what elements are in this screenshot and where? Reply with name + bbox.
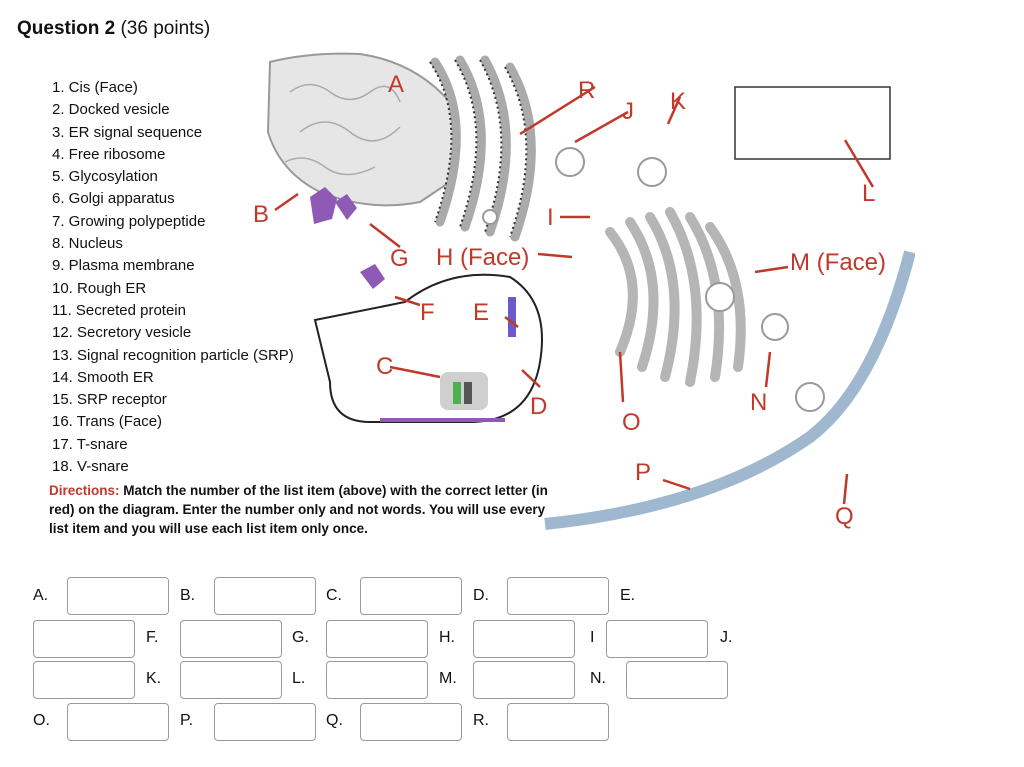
answer-input-M[interactable] xyxy=(473,661,575,699)
answer-label-N: N. xyxy=(590,670,606,687)
label-I: I xyxy=(547,204,554,231)
list-item: 11. Secreted protein xyxy=(52,301,186,319)
label-E: E xyxy=(473,299,489,326)
answer-input-R[interactable] xyxy=(507,703,609,741)
answer-label-R: R. xyxy=(473,712,489,729)
answer-label-E: E. xyxy=(620,587,636,604)
answer-label-C: C. xyxy=(326,587,342,604)
list-item: 17. T-snare xyxy=(52,435,128,453)
label-K: K xyxy=(670,88,686,115)
answer-input-D[interactable] xyxy=(507,577,609,615)
answer-label-G: G. xyxy=(292,629,309,646)
answer-input-A[interactable] xyxy=(67,577,169,615)
list-item: 18. V-snare xyxy=(52,458,129,476)
list-item: 12. Secretory vesicle xyxy=(52,324,192,342)
answer-input-Q[interactable] xyxy=(360,703,462,741)
label-J: J xyxy=(622,98,634,125)
label-G: G xyxy=(390,245,409,272)
answer-input-P[interactable] xyxy=(214,703,316,741)
arrows xyxy=(274,85,875,505)
list-item: 14. Smooth ER xyxy=(52,368,154,386)
rough-er xyxy=(430,55,536,242)
vesicles xyxy=(482,147,825,412)
answer-label-F: F. xyxy=(146,629,159,646)
answer-label-A: A. xyxy=(33,587,49,604)
label-C: C xyxy=(376,353,393,380)
label-O: O xyxy=(622,409,641,436)
list-item: 9. Plasma membrane xyxy=(52,257,195,275)
cell-diagram: A B C D E F G H (Face) I J K L M (Face) … xyxy=(253,52,915,530)
diagram-labels: A B C D E F G H (Face) I J K L M (Face) … xyxy=(253,71,886,530)
directions-lead: Directions: xyxy=(49,483,120,498)
answer-input-N[interactable] xyxy=(626,661,728,699)
answer-input-J[interactable] xyxy=(33,661,135,699)
plasma-membrane xyxy=(544,250,915,530)
list-item: 1. Cis (Face) xyxy=(52,79,138,96)
label-P: P xyxy=(635,459,651,486)
list-item: 16. Trans (Face) xyxy=(52,413,163,431)
label-H: H (Face) xyxy=(436,244,529,271)
list-item: 8. Nucleus xyxy=(52,235,123,253)
list-item: 2. Docked vesicle xyxy=(52,101,170,119)
label-L: L xyxy=(862,180,875,207)
answer-label-P: P. xyxy=(180,712,194,729)
answer-input-B[interactable] xyxy=(214,577,316,615)
answer-label-H: H. xyxy=(439,629,455,646)
answer-input-L[interactable] xyxy=(326,661,428,699)
ribosome-srp-cluster xyxy=(310,187,385,289)
label-F: F xyxy=(420,299,435,326)
answer-label-Q: Q. xyxy=(326,712,343,729)
answer-input-O[interactable] xyxy=(67,703,169,741)
answer-label-M: M. xyxy=(439,670,457,687)
question-title: Question 2 (36 points) xyxy=(17,18,210,40)
list-item: 13. Signal recognition particle (SRP) xyxy=(52,346,294,364)
label-N: N xyxy=(750,389,767,416)
directions: Directions: Match the number of the list… xyxy=(49,481,549,538)
list-item: 6. Golgi apparatus xyxy=(52,190,175,208)
nucleus xyxy=(266,52,459,207)
answer-label-I: I xyxy=(590,629,595,646)
question-number: Question 2 xyxy=(17,18,116,39)
golgi-apparatus xyxy=(605,207,746,387)
answer-label-B: B. xyxy=(180,587,196,604)
answer-label-D: D. xyxy=(473,587,489,604)
label-B: B xyxy=(253,201,269,228)
list-item: 10. Rough ER xyxy=(52,279,147,297)
label-D: D xyxy=(530,393,547,420)
answer-input-G[interactable] xyxy=(326,620,428,658)
label-A: A xyxy=(388,71,404,98)
rough-er-ribosomes xyxy=(429,59,528,238)
directions-text: Match the number of the list item (above… xyxy=(49,483,548,536)
term-list: 1. Cis (Face) 2. Docked vesicle 3. ER si… xyxy=(52,77,294,478)
question-points: (36 points) xyxy=(120,18,211,39)
list-item: 15. SRP receptor xyxy=(52,391,167,409)
answer-input-C[interactable] xyxy=(360,577,462,615)
answer-label-J: J. xyxy=(720,629,733,646)
ribosome-detail xyxy=(380,297,516,422)
answer-input-I[interactable] xyxy=(606,620,708,658)
label-R: R xyxy=(578,77,595,104)
zoom-inset xyxy=(734,86,891,160)
answer-label-L: L. xyxy=(292,670,306,687)
answer-label-O: O. xyxy=(33,712,50,729)
zoom-bubble xyxy=(313,273,543,423)
answer-input-K[interactable] xyxy=(180,661,282,699)
answer-label-K: K. xyxy=(146,670,162,687)
list-item: 7. Growing polypeptide xyxy=(52,212,206,230)
answer-input-E[interactable] xyxy=(33,620,135,658)
answer-input-H[interactable] xyxy=(473,620,575,658)
list-item: 4. Free ribosome xyxy=(52,145,166,163)
answer-input-F[interactable] xyxy=(180,620,282,658)
label-Q: Q xyxy=(835,503,854,530)
list-item: 3. ER signal sequence xyxy=(52,123,203,141)
label-M: M (Face) xyxy=(790,249,886,276)
list-item: 5. Glycosylation xyxy=(52,168,158,186)
